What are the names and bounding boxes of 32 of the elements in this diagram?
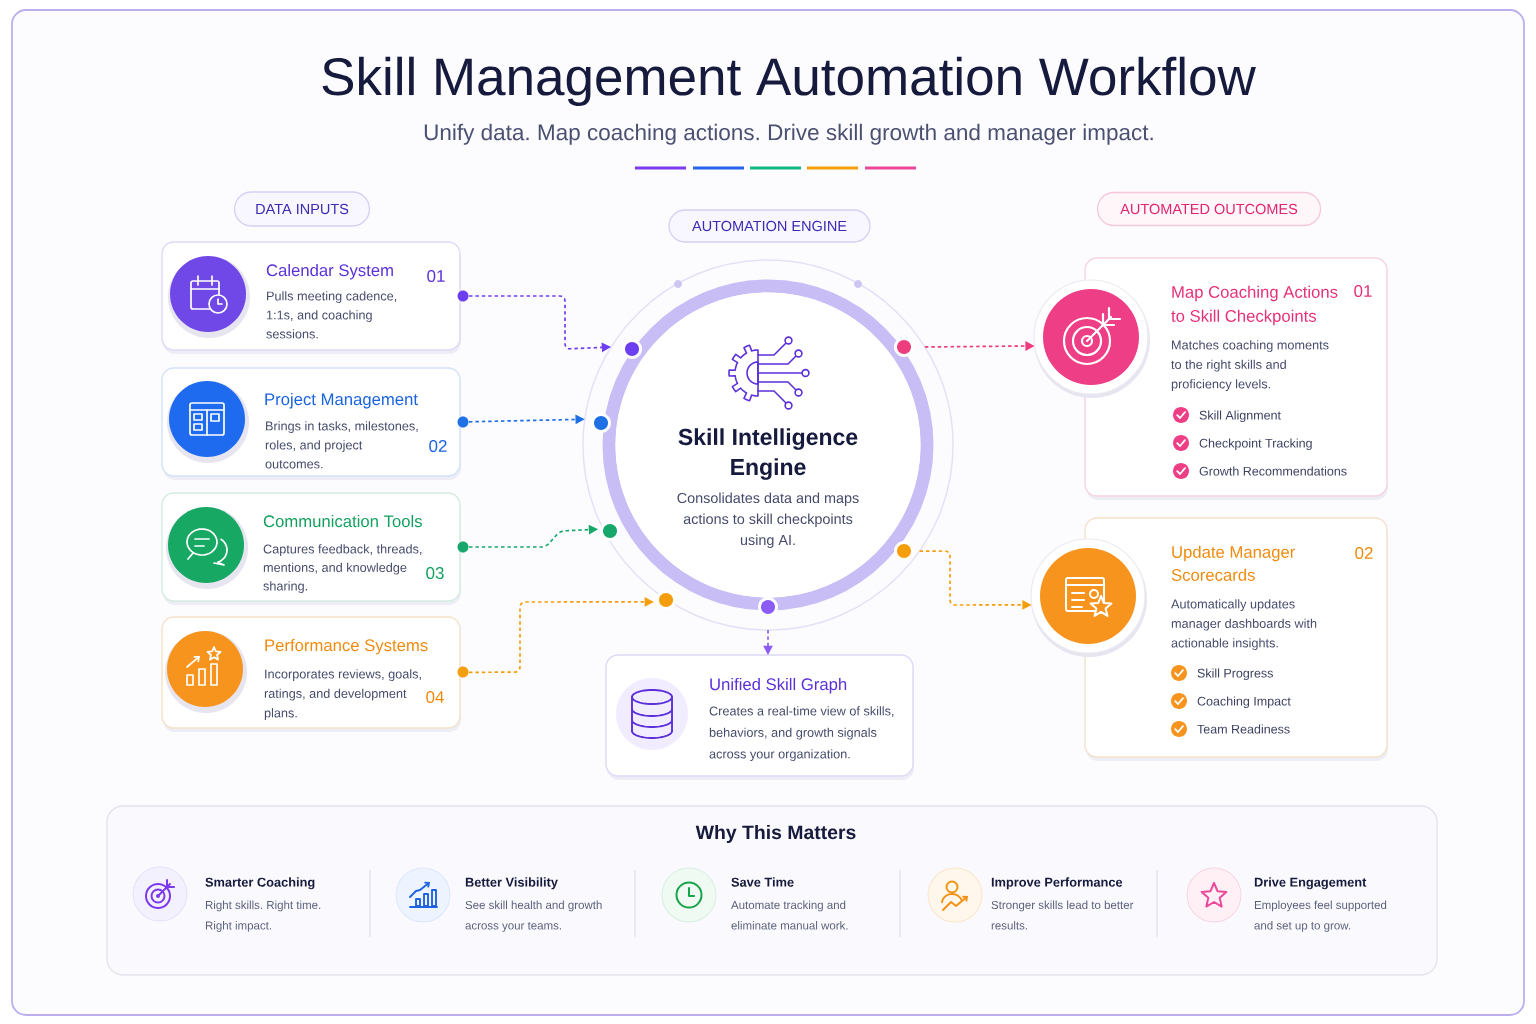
- card-title: Update Manager Scorecards: [1171, 545, 1296, 581]
- section-pill: DATA INPUTS: [233, 191, 371, 227]
- engine-title: Skill Intelligence Engine: [678, 428, 858, 480]
- panel-heading: Why This Matters: [695, 824, 856, 843]
- checklist-item: Team Readiness: [1197, 724, 1290, 734]
- step-number: 02: [1355, 546, 1373, 559]
- benefit-title: Drive Engagement: [1254, 877, 1367, 890]
- benefit-description: Stronger skills lead to better results.: [991, 900, 1134, 930]
- benefit-title: Improve Performance: [991, 877, 1123, 890]
- benefit-description: See skill health and growth across your teams.: [465, 900, 602, 932]
- benefit-description: Automate tracking and eliminate manual work.: [731, 900, 848, 930]
- engine-description: Consolidates data and maps actions to skill checkpoints using AI.: [677, 492, 859, 548]
- checklist-item: Growth Recommendations: [1199, 466, 1347, 476]
- benefit-description: Right skills. Right time. Right impact.: [205, 900, 321, 932]
- checklist-item: Skill Alignment: [1199, 410, 1281, 423]
- benefit-title: Smarter Coaching: [205, 877, 315, 890]
- section-pill: AUTOMATION ENGINE: [668, 209, 871, 243]
- benefit-title: Save Time: [731, 877, 794, 887]
- subtitle: Unify data. Map coaching actions. Drive skill growth and manager impact.: [424, 123, 1153, 145]
- benefit-description: Employees feel supported and set up to grow.: [1254, 900, 1387, 932]
- title: Skill Management Automation Workflow: [322, 56, 1256, 107]
- checklist-item: Skill Progress: [1197, 668, 1273, 681]
- card-description: Automatically updates manager dashboards with actionable insights.: [1171, 599, 1317, 650]
- card-title: Map Coaching Actions to Skill Checkpoints: [1171, 285, 1338, 326]
- checklist-item: Checkpoint Tracking: [1199, 438, 1312, 451]
- section-pill: AUTOMATED OUTCOMES: [1096, 191, 1322, 227]
- benefit-title: Better Visibility: [465, 877, 558, 890]
- target-icon: [1033, 279, 1150, 398]
- checklist-item: Coaching Impact: [1197, 696, 1291, 709]
- scorecard-icon: [1030, 538, 1147, 657]
- step-number: 01: [1354, 284, 1372, 297]
- card-description: Matches coaching moments to the right skills and proficiency levels.: [1171, 340, 1329, 391]
